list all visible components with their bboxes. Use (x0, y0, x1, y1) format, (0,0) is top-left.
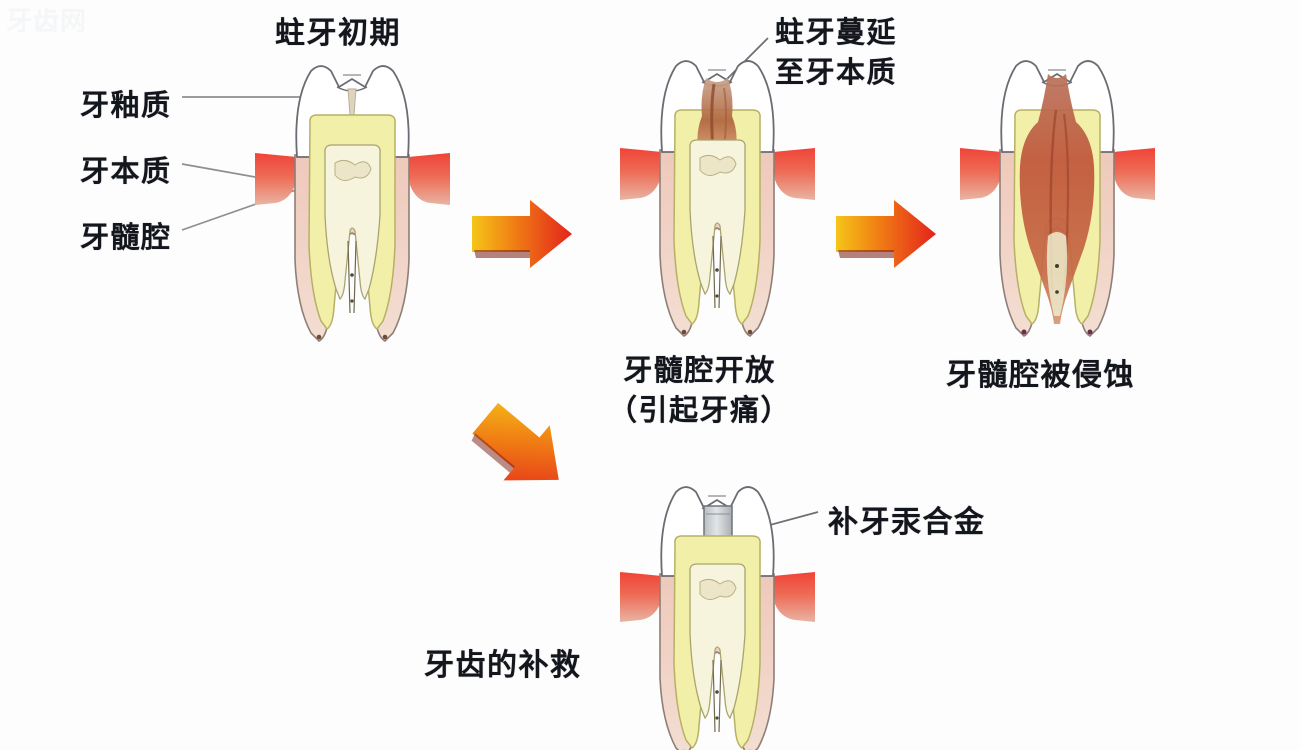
tooth-stage-3 (960, 40, 1155, 340)
label-pulp-cavity: 牙髓腔 (80, 220, 172, 254)
gum-right (773, 148, 815, 200)
site-watermark: 牙齿网 (6, 7, 88, 37)
gum-left (620, 572, 662, 622)
tooth-stage-2 (620, 40, 815, 340)
label-dentin: 牙本质 (80, 154, 172, 188)
stage4-caption: 牙齿的补救 (424, 648, 582, 683)
arrow-stage2-to-stage3 (832, 198, 942, 270)
stage2-title: 蛀牙蔓延 至牙本质 (775, 15, 898, 89)
tooth-stage-1 (255, 45, 450, 345)
stage2-caption: 牙髓腔开放 （引起牙痛） (608, 353, 792, 427)
gum-right (408, 153, 450, 205)
pulp-chamber (689, 139, 746, 296)
stage3-caption: 牙髓腔被侵蚀 (946, 358, 1135, 393)
tooth-stage-4 (620, 470, 815, 750)
gum-right (1113, 148, 1155, 200)
amalgam-label: 补牙汞合金 (828, 505, 986, 540)
gum-left (255, 153, 297, 205)
stage1-title: 蛀牙初期 (275, 16, 401, 51)
arrow-stage2-to-stage4 (470, 402, 575, 493)
gum-left (620, 148, 662, 200)
arrow-stage1-to-stage2 (468, 198, 578, 270)
caries-lesion-dentin (697, 78, 737, 156)
pulp-chamber (689, 563, 746, 720)
gum-right (773, 572, 815, 622)
gum-left (960, 148, 1002, 200)
pulp-chamber (324, 144, 381, 301)
pulp-infection (1019, 74, 1095, 324)
label-enamel: 牙釉质 (80, 88, 172, 122)
